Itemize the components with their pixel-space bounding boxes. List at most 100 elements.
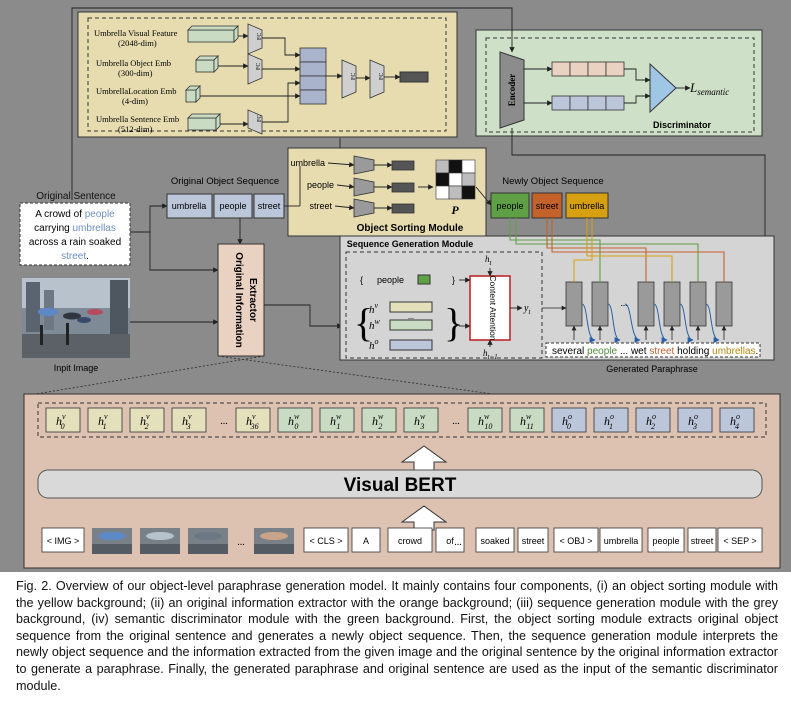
token-label: soaked [480, 536, 509, 546]
orig-seq-item-1: people [219, 201, 246, 211]
token-label: crowd [398, 536, 422, 546]
sentence-line-1: A crowd of people [35, 209, 115, 220]
feature-label-location: UmbrellaLocation Emb [96, 86, 177, 96]
hidden-state-box [129, 407, 165, 433]
input-image: Inpit Image [22, 278, 130, 373]
token-label: street [522, 536, 545, 546]
h-w-label: hw [369, 317, 381, 332]
h-o-label: ho [369, 337, 379, 352]
figure-caption: Fig. 2. Overview of our object-level par… [16, 579, 778, 693]
hidden-state-box [677, 407, 713, 433]
brace-close: } [452, 275, 455, 285]
brace-big-right: } [444, 300, 463, 345]
discriminator-module: Encoder Lsemantic Discriminator [475, 29, 763, 137]
token-label: umbrella [604, 536, 639, 546]
token-box [647, 527, 685, 553]
seq-object-token: people [377, 275, 404, 285]
content-attention-label: Content Attention [488, 275, 498, 340]
feature-panel: Umbrella Visual Feature (2048-dim) Umbre… [77, 11, 458, 138]
feature-dim-sentence: (512-dim) [118, 124, 153, 134]
token-box [475, 527, 515, 553]
extractor-label-1: Original Information [233, 252, 244, 348]
token-box [303, 527, 349, 553]
fc-label-3: FC [257, 115, 263, 122]
token-label: < CLS > [309, 536, 342, 546]
new-seq-item-0: people [496, 201, 523, 211]
extractor-label-2: Extractor [247, 278, 258, 322]
token-box [553, 527, 599, 553]
feature-dim-object: (300-dim) [118, 68, 153, 78]
token-label: < OBJ > [559, 536, 592, 546]
generated-paraphrase-label: Generated Paraphrase [606, 364, 698, 374]
hidden-dots: ... [220, 416, 228, 427]
feature-dim-location: (4-dim) [122, 96, 148, 106]
feature-label-visual: Umbrella Visual Feature [94, 28, 178, 38]
new-seq-item-1: street [536, 201, 559, 211]
original-object-sequence: Original Object Sequence umbrella people… [166, 176, 285, 219]
hidden-state-box [45, 407, 81, 433]
cells-dots: ... [621, 298, 628, 308]
h-dots: ... [408, 312, 414, 321]
loss-triangle [649, 62, 677, 114]
orig-seq-item-2: street [258, 201, 281, 211]
token-box [717, 527, 763, 553]
discriminator-label: Discriminator [653, 120, 712, 130]
hidden-state-box [277, 407, 313, 433]
content-attention-box [469, 275, 511, 341]
brace-big-left: { [354, 300, 373, 345]
brace-open: { [360, 275, 363, 285]
fc-label-2: FC [256, 63, 262, 70]
orig-seq-item-0: umbrella [172, 201, 207, 211]
new-sequence-title: Newly Object Sequence [502, 176, 603, 187]
fc-label-5: FC [379, 73, 385, 80]
sorting-module-label: Object Sorting Module [357, 223, 464, 234]
token-box [41, 527, 85, 553]
up-arrow-bottom [400, 505, 448, 531]
encoder-label: Encoder [507, 74, 517, 107]
object-sorting-module: umbrella people street P Object So [287, 138, 487, 237]
sentence-line-2: carrying umbrellas [34, 223, 116, 234]
flow-arrows-top [130, 166, 492, 325]
h-prev-label: ht−1 [483, 348, 498, 361]
token-box [599, 527, 643, 553]
up-arrow-top [400, 445, 448, 471]
token-label: < SEP > [723, 536, 756, 546]
hidden-state-box [635, 407, 671, 433]
sequence-generation-module: Sequence Generation Module { people } { … [339, 218, 775, 374]
sort-input-0: umbrella [290, 158, 325, 168]
hidden-state-box [593, 407, 629, 433]
visual-bert-block [37, 469, 763, 499]
generated-paraphrase-text: several people ... wet street holding um… [552, 346, 758, 357]
token-dots: ... [237, 537, 245, 548]
loss-label: Lsemantic [689, 80, 729, 97]
token-box [351, 527, 381, 553]
h-v-label: hv [369, 301, 379, 316]
feature-dim-visual: (2048-dim) [118, 38, 157, 48]
h-t-label: ht [485, 254, 493, 267]
sort-input-1: people [307, 180, 334, 190]
token-box [517, 527, 549, 553]
hidden-state-box [719, 407, 755, 433]
hidden-dots: ... [452, 416, 460, 427]
hidden-state-box [361, 407, 397, 433]
original-sequence-title: Original Object Sequence [171, 176, 279, 187]
feature-label-object: Umbrella Object Emb [96, 58, 171, 68]
sequence-generation-title: Sequence Generation Module [347, 239, 474, 249]
token-label: < IMG > [47, 536, 80, 546]
original-information-extractor: Original Information Extractor [217, 243, 265, 357]
